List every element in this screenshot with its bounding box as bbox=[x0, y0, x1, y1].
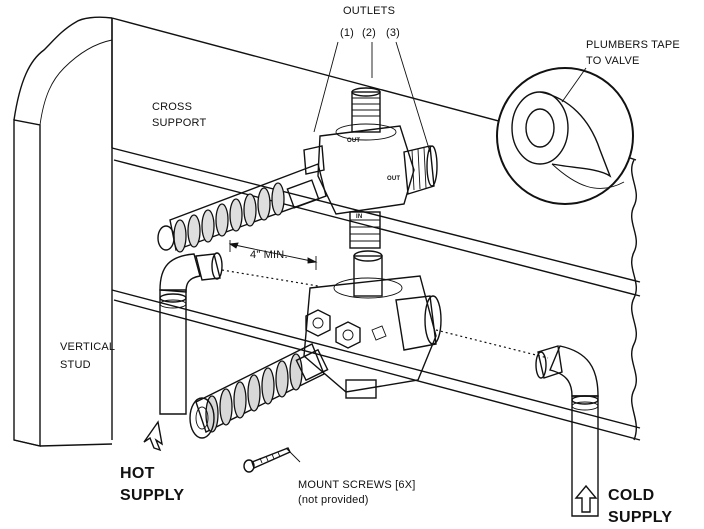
mount-screw bbox=[243, 447, 291, 473]
cold-alignment-line bbox=[435, 329, 549, 359]
board-torn-edge bbox=[631, 159, 637, 441]
cross-support-label-line1: CROSS bbox=[152, 101, 192, 113]
outlet-3-label: (3) bbox=[386, 27, 400, 39]
upper-valve: OUT OUT IN bbox=[303, 87, 438, 249]
hot-supply-pipe bbox=[159, 252, 223, 415]
upper-cartridge bbox=[157, 163, 327, 253]
outlet-2-label: (2) bbox=[362, 27, 376, 39]
cold-supply-label-line2: SUPPLY bbox=[608, 509, 672, 526]
hot-supply-arrow bbox=[143, 420, 163, 452]
valve-stamp-out-right: OUT bbox=[387, 176, 400, 182]
cold-supply-arrow bbox=[574, 484, 598, 513]
valve-stamp-in: IN bbox=[356, 214, 362, 220]
valve-stamp-out-top: OUT bbox=[347, 138, 360, 144]
min-distance-label: 4" MIN. bbox=[250, 249, 288, 261]
lower-valve bbox=[303, 250, 442, 399]
vertical-stud-label-line1: VERTICAL bbox=[60, 341, 115, 353]
hot-supply-label-line2: SUPPLY bbox=[120, 487, 184, 504]
plumbers-tape-label-line1: PLUMBERS TAPE bbox=[586, 39, 680, 51]
mount-screws-label-line2: (not provided) bbox=[298, 494, 369, 506]
vertical-stud-label-line2: STUD bbox=[60, 359, 91, 371]
min-distance-marker bbox=[228, 240, 318, 270]
plumbers-tape-label-line2: TO VALVE bbox=[586, 55, 640, 67]
hot-alignment-line bbox=[221, 269, 319, 287]
hot-supply-label-line1: HOT bbox=[120, 465, 155, 482]
vertical-stud bbox=[13, 16, 113, 447]
outlets-label: OUTLETS bbox=[343, 5, 395, 17]
mount-screws-label-line1: MOUNT SCREWS [6X] bbox=[298, 479, 416, 491]
cross-support-label-line2: SUPPORT bbox=[152, 117, 206, 129]
outlet-1-label: (1) bbox=[340, 27, 354, 39]
leader-lines bbox=[285, 41, 587, 463]
plumbers-tape-callout bbox=[496, 67, 634, 205]
lower-cartridge bbox=[189, 343, 329, 439]
cold-supply-label-line1: COLD bbox=[608, 487, 655, 504]
cold-supply-pipe bbox=[535, 345, 599, 517]
